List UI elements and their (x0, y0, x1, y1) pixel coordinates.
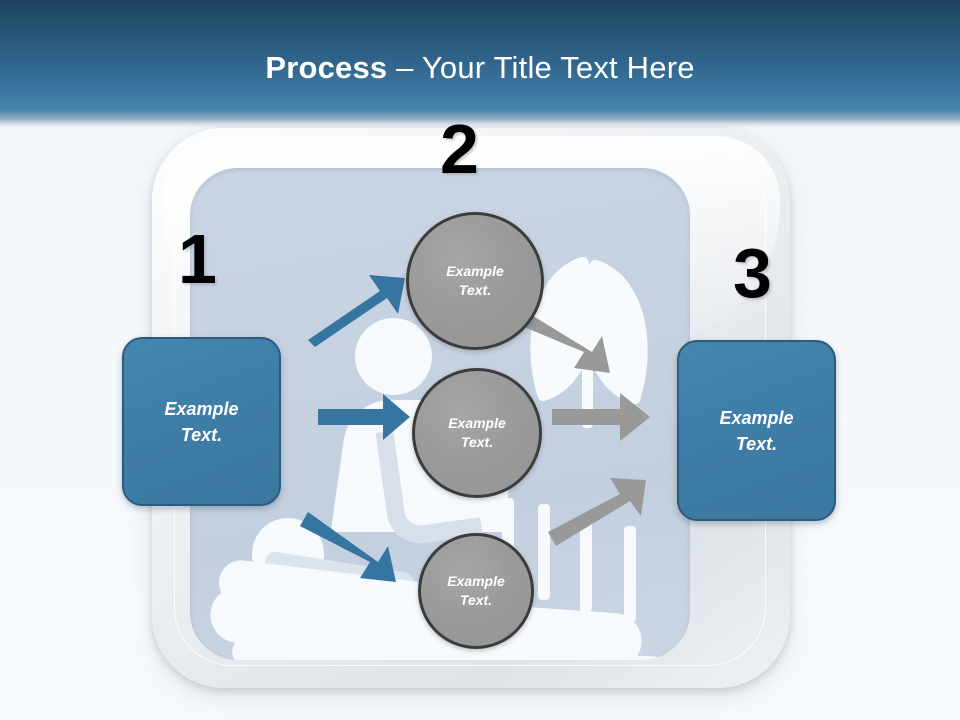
person-head-icon (355, 318, 432, 395)
process-circle-bottom-text: Example Text. (447, 572, 505, 610)
step-box-right-text: Example Text. (719, 405, 793, 457)
step-box-left-line1: Example (164, 398, 239, 419)
process-circle-top[interactable]: Example Text. (406, 212, 544, 350)
step-box-right-line2: Text. (735, 433, 778, 454)
fence-picket-icon (624, 526, 636, 622)
process-circle-bottom-line1: Example (447, 573, 505, 589)
reclining-person-leg-icon (262, 550, 416, 600)
process-circle-top-line2: Text. (458, 282, 492, 298)
fence-picket-icon (580, 514, 592, 612)
step-number-3: 3 (733, 234, 772, 312)
step-box-right[interactable]: Example Text. (677, 340, 836, 521)
plant-stem-icon (582, 364, 593, 428)
step-box-left-line2: Text. (180, 424, 223, 445)
plant-leaf-right-icon (556, 258, 674, 406)
process-circle-middle[interactable]: Example Text. (412, 368, 542, 498)
process-circle-middle-text: Example Text. (448, 414, 506, 452)
process-circle-middle-line2: Text. (460, 434, 494, 450)
page-title-bold: Process (265, 50, 388, 85)
page-title-normal: – Your Title Text Here (387, 50, 695, 85)
step-box-right-line1: Example (719, 407, 794, 428)
step-number-2: 2 (440, 110, 479, 188)
step-box-left-text: Example Text. (164, 396, 238, 448)
process-circle-top-line1: Example (446, 263, 504, 279)
process-circle-bottom[interactable]: Example Text. (418, 533, 534, 649)
reclining-person-head-icon (252, 518, 324, 590)
fence-picket-icon (538, 504, 550, 600)
step-number-1: 1 (178, 220, 217, 298)
process-circle-middle-line1: Example (448, 415, 506, 431)
process-circle-top-text: Example Text. (446, 262, 504, 300)
page-title: Process – Your Title Text Here (0, 50, 960, 86)
title-banner: Process – Your Title Text Here (0, 0, 960, 128)
step-box-left[interactable]: Example Text. (122, 337, 281, 506)
process-circle-bottom-line2: Text. (459, 592, 493, 608)
